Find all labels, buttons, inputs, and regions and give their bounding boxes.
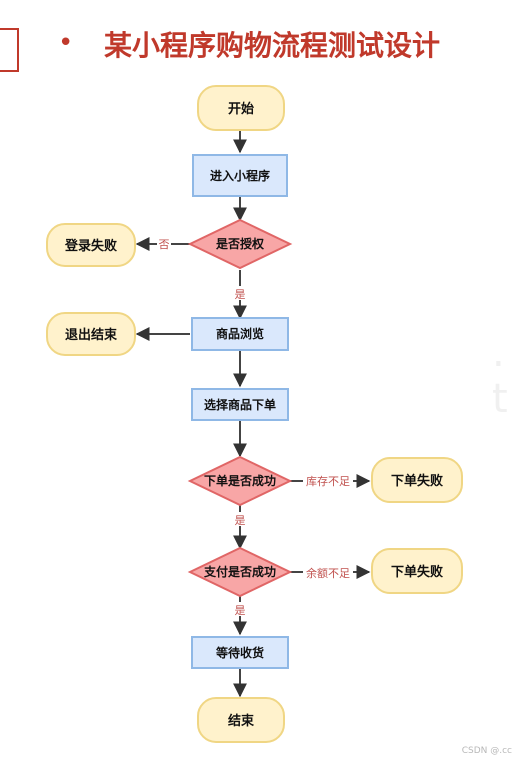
node-order-success-shape xyxy=(187,455,293,507)
title-bullet: • xyxy=(58,28,74,58)
background-watermark-ghost: . t xyxy=(492,330,508,422)
edge-label-yes-pay: 是 xyxy=(235,604,246,617)
node-start-shape xyxy=(197,85,285,131)
csdn-watermark: CSDN @.cc xyxy=(461,746,512,756)
node-exit-end-shape xyxy=(46,312,136,356)
node-order-fail-2: 下单失败 xyxy=(391,564,443,580)
node-order-success: 下单是否成功 xyxy=(204,473,276,488)
decision-nodes xyxy=(187,218,293,598)
node-browse: 商品浏览 xyxy=(216,326,264,341)
edge-labels: 否 是 库存不足 是 余额不足 是 xyxy=(157,236,353,617)
node-enter: 进入小程序 xyxy=(210,168,270,183)
node-labels: 开始 进入小程序 是否授权 登录失败 商品浏览 退出结束 选择商品下单 下单是否… xyxy=(64,101,443,729)
node-select-order: 选择商品下单 xyxy=(204,397,276,412)
node-wait-receive: 等待收货 xyxy=(215,645,264,660)
node-authorized-shape xyxy=(187,218,293,270)
process-nodes xyxy=(191,154,289,669)
node-order-fail-1: 下单失败 xyxy=(391,473,443,489)
node-order-fail-1-shape xyxy=(371,457,463,503)
edge-label-no: 否 xyxy=(159,238,170,251)
node-wait-receive-shape xyxy=(191,636,289,669)
node-end: 结束 xyxy=(228,713,255,729)
left-bracket-decoration xyxy=(0,28,19,72)
node-pay-success: 支付是否成功 xyxy=(203,564,276,579)
node-order-fail-2-shape xyxy=(371,548,463,594)
node-authorized: 是否授权 xyxy=(215,236,265,251)
page-title: 某小程序购物流程测试设计 xyxy=(104,29,441,62)
node-exit-end: 退出结束 xyxy=(65,327,118,343)
terminal-nodes xyxy=(46,85,463,743)
node-enter-shape xyxy=(192,154,288,197)
node-end-shape xyxy=(197,697,285,743)
node-browse-shape xyxy=(191,317,289,351)
node-pay-success-shape xyxy=(187,546,293,598)
edge-label-yes-order: 是 xyxy=(235,514,246,527)
node-select-order-shape xyxy=(191,388,289,421)
node-start: 开始 xyxy=(228,101,254,117)
edge-label-yes-auth: 是 xyxy=(235,288,246,301)
edge-label-balance-insufficient: 余额不足 xyxy=(306,566,350,580)
node-login-fail-shape xyxy=(46,223,136,267)
edge-label-stock-insufficient: 库存不足 xyxy=(306,474,350,488)
node-login-fail: 登录失败 xyxy=(64,238,117,254)
